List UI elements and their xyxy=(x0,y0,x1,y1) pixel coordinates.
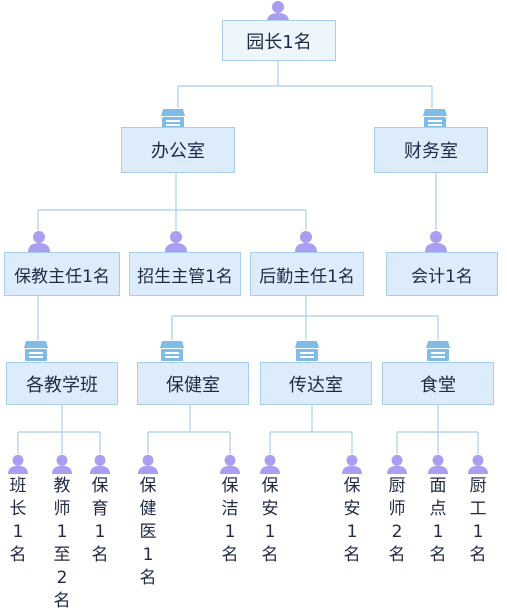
node-admission-manager: 招生主管1名 xyxy=(129,252,241,296)
node-finance: 财务室 xyxy=(374,127,488,173)
department-icon xyxy=(24,341,48,361)
department-icon xyxy=(426,341,450,361)
person-icon xyxy=(90,454,110,474)
staff-pastry: 面点1名 xyxy=(429,476,447,565)
person-icon xyxy=(220,454,240,474)
staff-doctor: 保健医1名 xyxy=(139,476,157,588)
staff-chef: 厨师2名 xyxy=(388,476,406,565)
person-icon xyxy=(342,454,362,474)
staff-teachers: 教师1至2名 xyxy=(53,476,71,611)
department-icon xyxy=(161,109,185,129)
department-icon xyxy=(160,341,184,361)
person-icon xyxy=(267,1,289,22)
node-principal: 园长1名 xyxy=(222,20,336,61)
person-icon xyxy=(387,454,407,474)
node-classes: 各教学班 xyxy=(6,362,118,405)
person-icon xyxy=(165,231,187,252)
person-icon xyxy=(295,231,317,252)
staff-guard-2: 保安1名 xyxy=(343,476,361,565)
staff-monitor: 班长1名 xyxy=(9,476,27,565)
person-icon xyxy=(138,454,158,474)
node-health-room: 保健室 xyxy=(137,362,249,405)
staff-guard-1: 保安1名 xyxy=(261,476,279,565)
node-reception: 传达室 xyxy=(260,362,372,405)
person-icon xyxy=(8,454,28,474)
person-icon xyxy=(28,231,50,252)
node-accountant: 会计1名 xyxy=(386,252,498,296)
person-icon xyxy=(468,454,488,474)
department-icon xyxy=(295,341,319,361)
node-logistics-director: 后勤主任1名 xyxy=(250,252,364,296)
staff-caregiver: 保育1名 xyxy=(91,476,109,565)
staff-kitchen-worker: 厨工1名 xyxy=(469,476,487,565)
node-canteen: 食堂 xyxy=(382,362,494,405)
staff-cleaner: 保洁1名 xyxy=(221,476,239,565)
person-icon xyxy=(428,454,448,474)
connector-lines xyxy=(17,61,479,454)
person-icon xyxy=(52,454,72,474)
node-office: 办公室 xyxy=(121,127,235,173)
node-teaching-director: 保教主任1名 xyxy=(4,252,120,296)
department-icon xyxy=(423,109,447,129)
person-icon xyxy=(260,454,280,474)
person-icon xyxy=(425,231,447,252)
